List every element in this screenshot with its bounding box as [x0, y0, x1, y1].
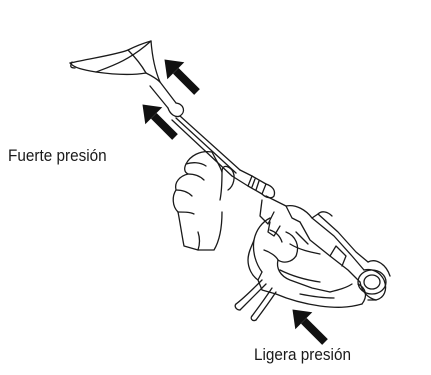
pushing-hand	[173, 152, 234, 250]
light-pressure-arrow	[284, 301, 333, 350]
arrow-up-left-icon	[284, 301, 333, 350]
device-handle	[260, 196, 390, 300]
arrow-up-left-icon	[156, 51, 205, 100]
catheter-tubes	[235, 280, 276, 321]
strong-pressure-arrows	[134, 51, 205, 145]
strong-pressure-label: Fuerte presión	[8, 146, 107, 166]
device-shaft	[150, 82, 275, 198]
device-tip-funnel	[70, 41, 160, 82]
light-pressure-label: Ligera presión	[254, 345, 351, 365]
gripping-hand	[248, 218, 365, 307]
